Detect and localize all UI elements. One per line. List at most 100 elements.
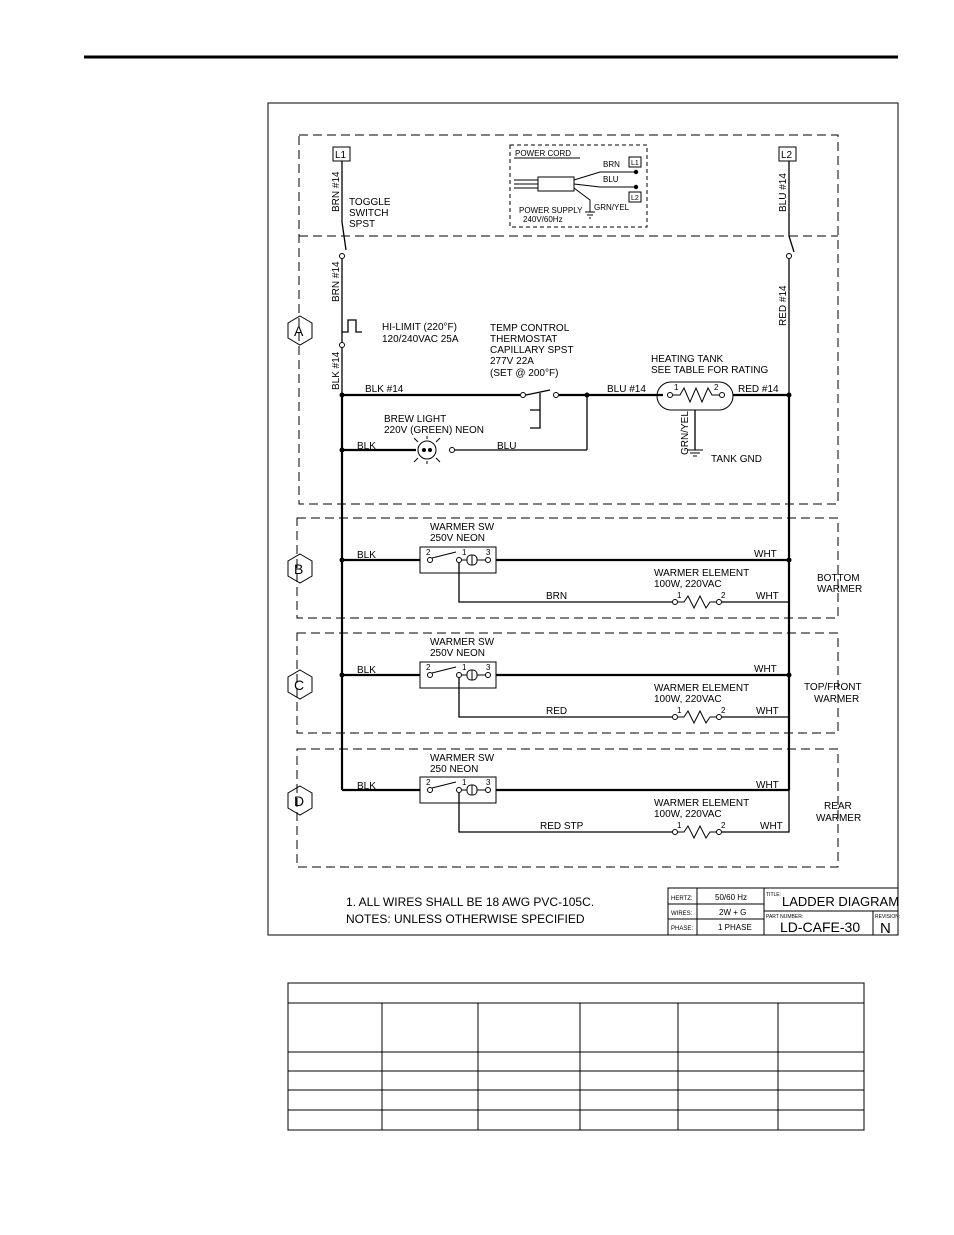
notes-line2: NOTES: UNLESS OTHERWISE SPECIFIED: [346, 912, 585, 926]
warmer-d-wire: RED STP: [540, 821, 584, 832]
svg-text:1: 1: [677, 821, 682, 830]
cord-l1-label: L1: [631, 160, 639, 167]
svg-text:HI-LIMIT (220°F): HI-LIMIT (220°F): [382, 322, 457, 333]
l1-rail: [339, 161, 362, 790]
title-label: TITLE:: [766, 892, 781, 898]
svg-text:120/240VAC 25A: 120/240VAC 25A: [382, 334, 459, 345]
svg-text:2: 2: [714, 383, 719, 392]
svg-text:CAPILLARY SPST: CAPILLARY SPST: [490, 345, 574, 356]
toggle-switch-label: TOGGLE SWITCH SPST: [349, 197, 391, 230]
l2-rail: [786, 161, 795, 790]
hertz-label: HERTZ:: [671, 896, 693, 902]
svg-text:3: 3: [486, 548, 491, 557]
warmer-b-sw-line2: 250V NEON: [430, 533, 485, 544]
warmer-b-wht-top: WHT: [754, 549, 777, 560]
warmer-d-name-line1: REAR: [824, 801, 852, 812]
wire-blk14-vert: BLK #14: [331, 351, 342, 390]
warmer-d-name-line2: WARMER: [816, 813, 861, 824]
section-b-box: [296, 517, 839, 619]
warmer-b: B 2 1 3 1 2: [287, 546, 790, 610]
hilimit-label: HI-LIMIT (220°F) 120/240VAC 25A: [382, 322, 459, 345]
svg-text:2: 2: [721, 591, 726, 600]
supply-line2: 240V/60Hz: [523, 215, 563, 224]
svg-text:3: 3: [486, 663, 491, 672]
warmer-d-blk: BLK: [357, 781, 376, 792]
phase-value: 1 PHASE: [718, 923, 752, 932]
brew-light: [342, 436, 587, 464]
warmer-b-el-line2: 100W, 220VAC: [654, 579, 722, 590]
warmer-c-sw-line1: WARMER SW: [430, 637, 495, 648]
supply-line1: POWER SUPPLY: [519, 206, 583, 215]
terminal-l2: L2: [781, 150, 793, 161]
wire-brn14-mid: BRN #14: [331, 261, 342, 302]
svg-text:SPST: SPST: [349, 219, 375, 230]
title-block: HERTZ: 50/60 Hz WIRES: 2W + G PHASE: 1 P…: [667, 887, 900, 937]
svg-text:1: 1: [674, 383, 679, 392]
diagram-frame: [267, 102, 899, 936]
wire-brn14-top: BRN #14: [331, 171, 342, 212]
svg-text:2: 2: [721, 821, 726, 830]
power-cord-inset: POWER CORD BRN BLU L1 L2 GRN/YEL POWER S…: [509, 144, 648, 228]
warmer-b-wire: BRN: [546, 591, 567, 602]
warmer-c-name-line1: TOP/FRONT: [804, 682, 862, 693]
warmer-d-el-line1: WARMER ELEMENT: [654, 798, 749, 809]
warmer-c-wht-bot: WHT: [756, 706, 779, 717]
svg-text:SWITCH: SWITCH: [349, 208, 388, 219]
phase-label: PHASE:: [671, 926, 693, 932]
rev-label: REVISION:: [875, 914, 900, 920]
warmer-b-name-line1: BOTTOM: [817, 573, 860, 584]
svg-text:2: 2: [426, 548, 431, 557]
warmer-b-name-line2: WARMER: [817, 584, 862, 595]
svg-text:1: 1: [462, 778, 467, 787]
wires-value: 2W + G: [719, 908, 746, 917]
svg-text:TOGGLE: TOGGLE: [349, 197, 391, 208]
warmer-c-name-line2: WARMER: [814, 694, 859, 705]
cord-ground-label: GRN/YEL: [594, 203, 630, 212]
svg-text:1: 1: [677, 591, 682, 600]
svg-text:A: A: [294, 323, 304, 339]
wire-red14-horiz: RED #14: [738, 384, 779, 395]
svg-text:277V 22A: 277V 22A: [490, 356, 534, 367]
part-value: LD-CAFE-30: [780, 919, 860, 935]
cord-brn-label: BRN: [603, 160, 620, 169]
svg-text:2: 2: [721, 706, 726, 715]
warmer-c-wht-top: WHT: [754, 664, 777, 675]
svg-text:(SET @ 200°F): (SET @ 200°F): [490, 368, 558, 379]
heating-tank-label: HEATING TANK SEE TABLE FOR RATING: [651, 354, 768, 376]
warmer-d-el-line2: 100W, 220VAC: [654, 809, 722, 820]
part-label: PART NUMBER:: [766, 914, 803, 920]
warmer-c-wire: RED: [546, 706, 567, 717]
rating-table: [287, 982, 865, 1131]
wire-blu-brew: BLU: [497, 441, 516, 452]
warmer-b-el-line1: WARMER ELEMENT: [654, 568, 749, 579]
warmer-b-sw-line1: WARMER SW: [430, 522, 495, 533]
svg-text:HEATING TANK: HEATING TANK: [651, 354, 724, 365]
section-c-box: [296, 632, 839, 734]
svg-text:BREW LIGHT: BREW LIGHT: [384, 414, 446, 425]
notes-line1: 1. ALL WIRES SHALL BE 18 AWG PVC-105C.: [346, 895, 594, 909]
power-cord-title: POWER CORD: [515, 149, 571, 158]
svg-text:1: 1: [677, 706, 682, 715]
warmer-b-wht-bot: WHT: [756, 591, 779, 602]
svg-text:220V (GREEN) NEON: 220V (GREEN) NEON: [384, 425, 484, 436]
warmer-d-wht-bot: WHT: [760, 821, 783, 832]
terminal-l1: L1: [335, 150, 347, 161]
warmer-b-blk: BLK: [357, 550, 376, 561]
wire-blk14-horiz: BLK #14: [365, 384, 404, 395]
svg-text:SEE TABLE FOR RATING: SEE TABLE FOR RATING: [651, 365, 768, 376]
tank-gnd-label: TANK GND: [711, 454, 762, 465]
svg-text:1: 1: [462, 548, 467, 557]
svg-text:1: 1: [462, 663, 467, 672]
wire-grn-yel: GRN/YEL: [680, 411, 691, 455]
warmer-c-el-line1: WARMER ELEMENT: [654, 683, 749, 694]
wire-blu14-vert: BLU #14: [778, 173, 789, 212]
svg-text:THERMOSTAT: THERMOSTAT: [490, 334, 557, 345]
svg-text:3: 3: [486, 778, 491, 787]
warmer-c-el-line2: 100W, 220VAC: [654, 694, 722, 705]
warmer-d: D 2 1 3 1 2: [287, 776, 790, 840]
warmer-d-sw-line2: 250 NEON: [430, 764, 478, 775]
temp-control-label: TEMP CONTROL THERMOSTAT CAPILLARY SPST 2…: [490, 323, 574, 379]
svg-text:C: C: [294, 677, 304, 693]
cord-blu-label: BLU: [603, 175, 619, 184]
